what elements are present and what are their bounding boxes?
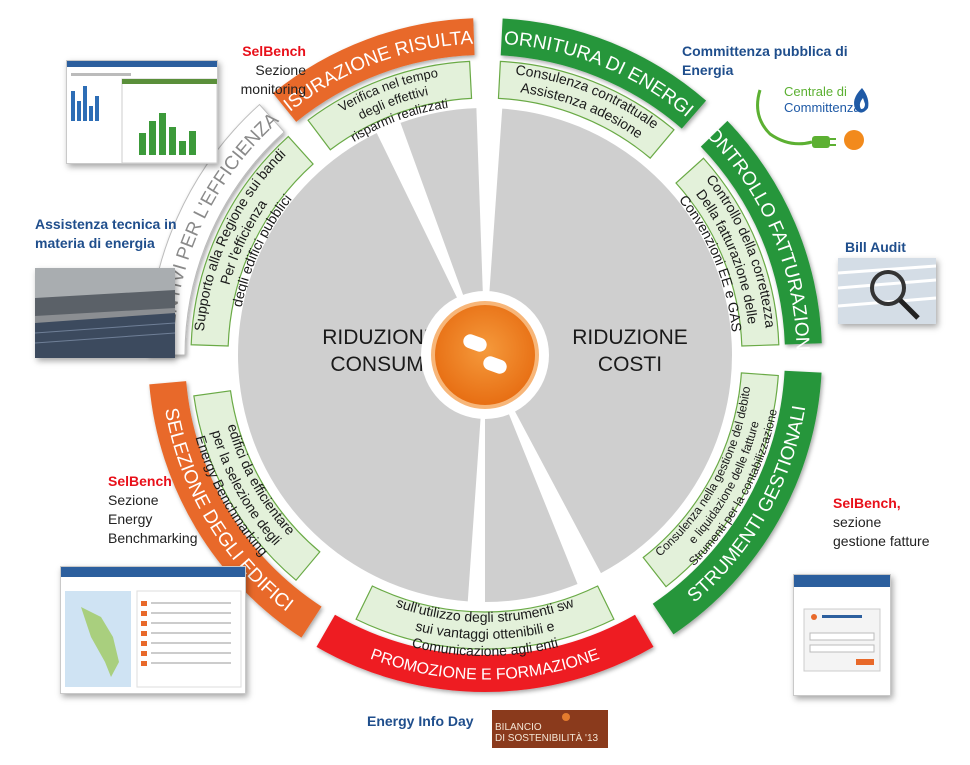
magnifier-document-image xyxy=(838,258,936,324)
ring-segment-band xyxy=(652,370,822,635)
ring-segment-band xyxy=(700,120,822,345)
map-table-thumbnail xyxy=(61,567,245,688)
bilancio-text: BILANCIO DI SOSTENIBILITÀ '13 xyxy=(495,722,598,744)
inner-segment-band xyxy=(675,157,780,347)
ring-segment-band xyxy=(316,614,654,693)
centrale-logo-graphic xyxy=(756,88,869,150)
fatture-login-screenshot xyxy=(793,574,891,696)
inner-segment-band xyxy=(307,60,473,151)
monitoring-callout: SelBench Sezione monitoring xyxy=(232,42,306,99)
solar-roof-image xyxy=(35,268,175,358)
callout-line: materia di energia xyxy=(35,235,155,251)
logo-line: Committenza xyxy=(784,100,861,115)
hub-logo-mark xyxy=(463,334,487,352)
committenza-callout: Committenza pubblica di Energia xyxy=(682,42,848,80)
callout-line: Energy Info Day xyxy=(367,713,474,729)
bill-audit-callout: Bill Audit xyxy=(845,238,906,257)
fatture-callout: SelBench, sezione gestione fatture xyxy=(833,494,930,551)
benchmarking-callout: SelBench Sezione Energy Benchmarking xyxy=(108,472,198,548)
selbench-brand: SelBench, xyxy=(833,495,901,511)
centrale-logo-text: Centrale di Committenza xyxy=(784,84,861,116)
core-right-title: COSTI xyxy=(598,353,662,376)
core-top-slice xyxy=(400,108,483,299)
ring-segment-band xyxy=(149,381,322,638)
ring-segment-band xyxy=(272,18,475,122)
selbench-brand: SelBench xyxy=(108,473,172,489)
callout-line: Sezione xyxy=(108,492,159,508)
logo-year: '13 xyxy=(585,733,599,744)
building-solar-photo xyxy=(35,268,175,358)
selbench-brand: SelBench xyxy=(242,43,306,59)
bilancio-logo: BILANCIO DI SOSTENIBILITÀ '13 xyxy=(492,710,608,748)
hub-logo-circle xyxy=(431,301,539,409)
core-left-title: RIDUZIONE xyxy=(322,326,438,349)
inner-segment-band xyxy=(642,372,779,588)
ring-segment-promozione: PROMOZIONE E FORMAZIONE xyxy=(316,614,654,693)
callout-line: Energia xyxy=(682,62,734,78)
login-form-thumbnail xyxy=(794,575,890,672)
logo-line: DI SOSTENIBILITÀ xyxy=(495,733,583,744)
inner-segment-band xyxy=(497,60,675,159)
bill-audit-image xyxy=(838,258,936,324)
callout-line: Committenza pubblica di xyxy=(682,43,848,59)
info-day-callout: Energy Info Day xyxy=(367,712,474,731)
monitoring-screenshot xyxy=(66,60,218,164)
hub-logo-mark xyxy=(483,356,507,374)
callout-line: gestione fatture xyxy=(833,533,930,549)
core-bottom-slice xyxy=(485,410,578,602)
callout-line: Benchmarking xyxy=(108,530,198,546)
inner-segment-band xyxy=(193,390,321,582)
core-halves: RIDUZIONE CONSUMI RIDUZIONE COSTI xyxy=(237,108,732,602)
monitoring-chart-thumbnail xyxy=(67,61,217,163)
inner-segment-band xyxy=(190,135,314,347)
logo-line: BILANCIO xyxy=(495,722,542,733)
callout-line: Sezione xyxy=(255,62,306,78)
benchmarking-screenshot xyxy=(60,566,246,694)
core-left-half xyxy=(237,132,481,602)
core-right-half xyxy=(489,108,732,574)
logo-line: Centrale di xyxy=(784,84,847,99)
ring-segment-band xyxy=(147,103,285,356)
callout-line: Energy xyxy=(108,511,153,527)
core-left-title: CONSUMI xyxy=(330,353,429,376)
callout-line: sezione xyxy=(833,514,882,530)
centrale-committenza-logo: Centrale di Committenza xyxy=(750,76,878,158)
ring-segment-band xyxy=(500,18,707,129)
assistenza-callout: Assistenza tecnica in materia di energia xyxy=(35,215,177,253)
core-right-title: RIDUZIONE xyxy=(572,326,688,349)
callout-line: Assistenza tecnica in xyxy=(35,216,177,232)
bilancio-mark-icon xyxy=(562,713,570,721)
callout-line: monitoring xyxy=(240,81,306,97)
callout-line: Bill Audit xyxy=(845,239,906,255)
inner-segment-band xyxy=(355,585,615,650)
